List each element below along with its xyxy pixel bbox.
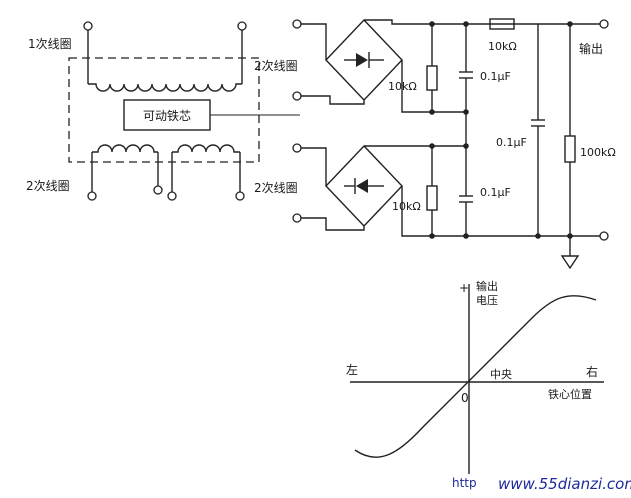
secondary-terminal-4 (235, 191, 245, 201)
y-axis-plus: + (459, 281, 469, 295)
upper-resistor (426, 65, 438, 91)
load-resistor-label: 100kΩ (580, 146, 616, 159)
transformer: 可动铁芯 1次线圈 2次线圈 (26, 21, 300, 201)
upper-input-terminal-b (292, 91, 302, 101)
output-curve (354, 295, 597, 458)
secondary-coil-right (172, 144, 240, 153)
upper-input-terminal-a (292, 19, 302, 29)
series-resistor-label: 10kΩ (488, 40, 517, 53)
lower-resistor (426, 185, 438, 211)
output-label: 输出 (579, 41, 603, 56)
secondary-coil-label-upper: 2次线圈 (254, 59, 298, 73)
series-resistor (489, 18, 515, 30)
output-terminal-top (599, 19, 609, 29)
lower-input-terminal-a (292, 143, 302, 153)
watermark-prefix: http (452, 476, 477, 490)
primary-terminal-left (83, 21, 93, 31)
ground-icon (560, 255, 580, 270)
load-resistor (564, 135, 576, 163)
movable-core-label: 可动铁芯 (143, 109, 191, 123)
primary-coil (88, 83, 242, 92)
y-axis-label-line2: 电压 (476, 294, 498, 307)
left-label: 左 (346, 362, 358, 377)
lower-input-terminal-b (292, 213, 302, 223)
output-graph: + 输出 电压 左 右 中央 铁心位置 0 (346, 279, 604, 474)
watermark-url: www.55dianzi.com (498, 475, 631, 493)
secondary-coil-label-left: 2次线圈 (26, 179, 70, 193)
output-capacitor-label: 0.1μF (496, 136, 527, 149)
secondary-terminal-3 (167, 191, 177, 201)
primary-coil-label: 1次线圈 (28, 37, 72, 51)
lower-resistor-label: 10kΩ (392, 200, 421, 213)
secondary-coil-label-lower: 2次线圈 (254, 181, 298, 195)
secondary-terminal-1 (87, 191, 97, 201)
upper-capacitor-label: 0.1μF (480, 70, 511, 83)
secondary-coil-left (92, 144, 158, 153)
right-label: 右 (586, 364, 598, 379)
upper-diode-icon (356, 53, 368, 67)
x-axis-label: 铁心位置 (548, 387, 592, 401)
center-label: 中央 (490, 368, 512, 381)
primary-terminal-right (237, 21, 247, 31)
y-axis-label-line1: 输出 (476, 279, 498, 293)
rectifier-circuit: 2次线圈 10kΩ 输出 10kΩ 0.1μF (254, 18, 616, 270)
secondary-terminal-2 (153, 185, 163, 195)
core-boundary (68, 57, 260, 163)
output-terminal-bottom (599, 231, 609, 241)
origin-label: 0 (461, 391, 469, 405)
lower-diode-icon (356, 179, 368, 193)
lower-capacitor-label: 0.1μF (480, 186, 511, 199)
